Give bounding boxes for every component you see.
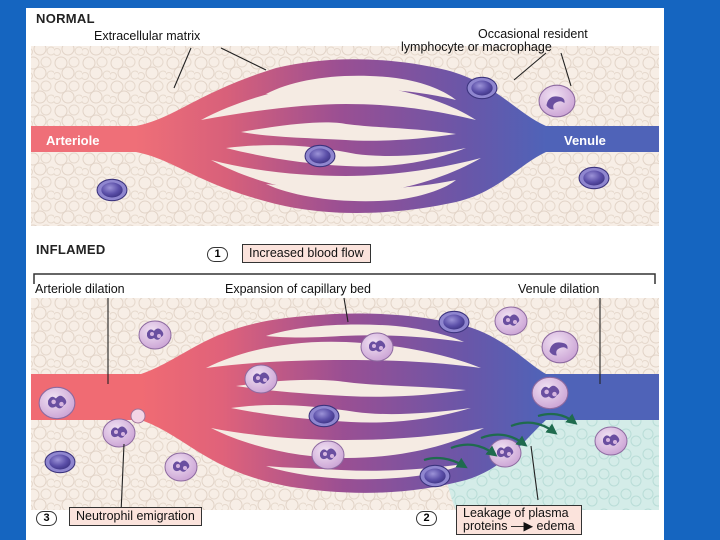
emigrating-neutrophil-cell bbox=[102, 418, 136, 448]
resident-lymphocyte-cell bbox=[466, 76, 498, 100]
step1-number-badge: 1 bbox=[207, 247, 228, 262]
step3-number-badge: 3 bbox=[36, 511, 57, 526]
diapedesis-pseudopod bbox=[130, 408, 146, 424]
normal-heading: NORMAL bbox=[36, 11, 95, 26]
arteriole-neutrophil-cell bbox=[38, 386, 76, 420]
capillary-lymphocyte-cell bbox=[304, 144, 336, 168]
inflamed-bracket bbox=[33, 273, 656, 284]
leakage-arrows bbox=[423, 412, 578, 469]
step1-increased-blood-flow-box: Increased blood flow bbox=[242, 244, 371, 263]
resident-cell-label-line1: Occasional resident bbox=[478, 27, 588, 41]
arteriole-label: Arteriole bbox=[46, 133, 100, 148]
step2-label-line2: proteins —▶ edema bbox=[463, 519, 575, 533]
matrix-lymphocyte-cell bbox=[44, 450, 76, 474]
step2-number-badge: 2 bbox=[416, 511, 437, 526]
capillary-neutrophil-cell bbox=[244, 364, 278, 394]
capillary-expansion-label: Expansion of capillary bed bbox=[225, 282, 371, 296]
venule-label: Venule bbox=[564, 133, 606, 148]
extracellular-matrix-label: Extracellular matrix bbox=[94, 29, 201, 43]
lymphocyte-cell bbox=[438, 310, 470, 334]
venule-neutrophil-cell bbox=[531, 376, 569, 410]
inflamed-vessel bbox=[31, 313, 659, 493]
inflamed-leader-lines bbox=[107, 297, 601, 514]
inflammation-diagram bbox=[31, 46, 659, 514]
figure-panel: NORMAL Extracellular matrix Occasional r… bbox=[26, 8, 664, 540]
macrophage-cell bbox=[541, 330, 579, 364]
arteriole-dilation-label: Arteriole dilation bbox=[35, 282, 125, 296]
edema-neutrophil-cell bbox=[594, 426, 628, 456]
lymphocyte-cell bbox=[419, 464, 451, 488]
inflamed-heading: INFLAMED bbox=[36, 242, 106, 257]
normal-leader-lines bbox=[173, 47, 572, 89]
neutrophil-cell bbox=[311, 440, 345, 470]
normal-vessel bbox=[31, 59, 659, 213]
venule-dilation-label: Venule dilation bbox=[518, 282, 600, 296]
capillary-lymphocyte-cell bbox=[308, 404, 340, 428]
neutrophil-cell bbox=[138, 320, 172, 350]
step2-leakage-box: Leakage of plasma proteins —▶ edema bbox=[456, 505, 582, 535]
matrix-lymphocyte-cell bbox=[96, 178, 128, 202]
step2-label-line1: Leakage of plasma bbox=[463, 506, 569, 520]
neutrophil-cell bbox=[494, 306, 528, 336]
capillary-neutrophil-cell bbox=[360, 332, 394, 362]
resident-macrophage-cell bbox=[538, 84, 576, 118]
step3-neutrophil-emigration-box: Neutrophil emigration bbox=[69, 507, 202, 526]
resident-cell-label-line2: lymphocyte or macrophage bbox=[401, 40, 552, 54]
matrix-lymphocyte-cell bbox=[578, 166, 610, 190]
emigrated-neutrophil-cell bbox=[164, 452, 198, 482]
